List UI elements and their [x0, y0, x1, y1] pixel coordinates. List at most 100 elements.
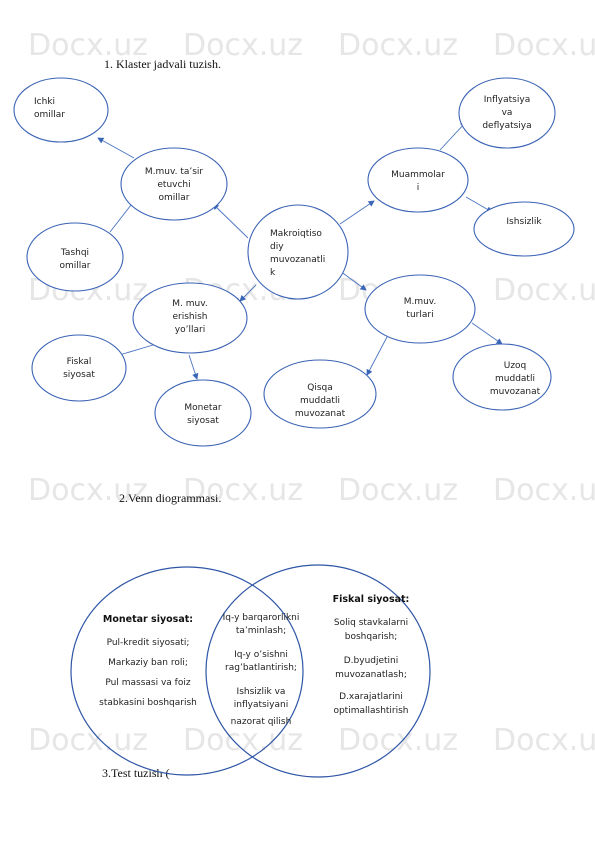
- node-tashqi-omillar: [26, 222, 124, 292]
- node-label-omillar: omillar: [159, 193, 190, 203]
- venn-right-item: D.byudjetini: [344, 656, 399, 666]
- arrow-turlari-uzoq: [471, 322, 503, 345]
- node-label-center: Makroiqtiso: [270, 229, 322, 239]
- node-label-uzoq: muvozanat: [490, 387, 541, 397]
- watermark-text: Docx.uz: [183, 28, 303, 63]
- node-label-tashqi: Tashqi: [60, 248, 89, 258]
- node-label-qisqa: muddatli: [300, 396, 340, 406]
- node-label-inflyatsiya: va: [502, 108, 513, 118]
- venn-right-items: Soliq stavkalarni boshqarish; D.byudjetini…: [333, 618, 408, 716]
- venn-right-item: boshqarish;: [345, 632, 397, 642]
- watermark-text: Docx.uz: [493, 723, 595, 758]
- node-label-erishish: M. muv.: [172, 299, 207, 309]
- node-muv-turlari: [364, 274, 476, 344]
- watermark-text: Docx.uz: [28, 473, 148, 508]
- node-label-monetar: Monetar: [184, 403, 222, 413]
- node-label-center: k: [270, 268, 276, 278]
- watermark-text: Docx.uz: [28, 723, 148, 758]
- watermark-text: Docx.uz: [493, 28, 595, 63]
- venn-right-item: optimallashtirish: [333, 706, 408, 716]
- venn-right-title: Fiskal siyosat:: [333, 594, 410, 605]
- node-label-erishish: yo’llari: [175, 325, 205, 335]
- node-ishsizlik: [473, 201, 575, 257]
- watermark-text: Docx.uz: [338, 723, 458, 758]
- venn-right-item: muvozanatlash;: [335, 670, 407, 680]
- node-label-ichki: Ichki: [34, 97, 55, 107]
- node-label-inflyatsiya: Inflyatsiya: [484, 95, 530, 105]
- node-label-ichki: omillar: [34, 110, 65, 120]
- node-ichki-omillar: [13, 77, 109, 143]
- node-omillar: [120, 147, 228, 221]
- node-label-fiskal: Fiskal: [67, 357, 92, 367]
- venn-middle-items: Iq-y barqarorlikni ta’minlash; Iq-y o’sish…: [223, 613, 300, 727]
- watermark-group: Docx.uzDocx.uzDocx.uzDocx.uzDocx.uzDocx.…: [28, 28, 595, 758]
- node-label-turlari: turlari: [406, 310, 433, 320]
- node-label-ishsizlik: Ishsizlik: [506, 217, 542, 227]
- node-center: [247, 204, 349, 300]
- heading-venn-diagram: 2.Venn diogrammasi.: [119, 491, 222, 505]
- node-fiskal-siyosat: [31, 334, 127, 402]
- venn-left-item: Markaziy ban roli;: [108, 658, 188, 668]
- node-label-muammolar: Muammolar: [391, 170, 445, 180]
- watermark-text: Docx.uz: [493, 273, 595, 308]
- venn-left-item: Pul massasi va foiz: [105, 678, 190, 688]
- venn-middle-item: Iq-y o’sishni: [234, 650, 288, 660]
- node-uzoq-muddatli: [452, 343, 552, 411]
- arrow-omillar-ichki: [97, 137, 135, 159]
- heading-test: 3.Test tuzish (: [102, 766, 170, 780]
- node-muammolar: [367, 147, 469, 213]
- arrow-muammolar-ishsizlik: [465, 196, 493, 213]
- node-label-erishish: erishish: [172, 312, 207, 322]
- venn-circle-fiskal: [205, 564, 431, 778]
- venn-right-item: Soliq stavkalarni: [334, 618, 408, 628]
- node-qisqa-muddatli: [263, 359, 377, 429]
- venn-left-title: Monetar siyosat:: [103, 614, 193, 625]
- node-label-inflyatsiya: deflyatsiya: [482, 121, 531, 131]
- node-label-tashqi: omillar: [60, 261, 91, 271]
- watermark-text: Docx.uz: [28, 28, 148, 63]
- node-label-muammolar: i: [417, 183, 420, 193]
- venn-circle-monetar: [70, 566, 304, 776]
- node-label-qisqa: Qisqa: [307, 383, 333, 393]
- watermark-text: Docx.uz: [338, 473, 458, 508]
- arrow-center-muammolar: [339, 200, 375, 225]
- node-inflyatsiya: [458, 77, 556, 149]
- arrow-erishish-monetar: [188, 354, 199, 380]
- node-label-turlari: M.muv.: [404, 297, 437, 307]
- venn-middle-item: Iq-y barqarorlikni: [223, 613, 300, 623]
- venn-middle-item: nazorat qilish: [231, 717, 292, 727]
- venn-middle-item: inflyatsiyani: [234, 700, 288, 710]
- venn-middle-item: ta’minlash;: [236, 626, 286, 636]
- node-monetar-siyosat: [154, 379, 252, 447]
- node-label-monetar: siyosat: [187, 416, 219, 426]
- arrow-center-erishish: [239, 284, 257, 302]
- venn-left-items: Pul-kredit siyosati; Markaziy ban roli; Pu…: [99, 638, 197, 708]
- watermark-text: Docx.uz: [493, 473, 595, 508]
- node-label-center: muvozanatli: [270, 255, 325, 265]
- node-label-center: diy: [270, 242, 284, 252]
- venn-middle-item: Ishsizlik va: [237, 687, 286, 697]
- node-erishish-yollari: [132, 282, 248, 354]
- arrow-muammolar-inflyatsiya: [439, 121, 467, 151]
- watermark-text: Docx.uz: [338, 28, 458, 63]
- watermark-text: Docx.uz: [183, 473, 303, 508]
- node-label-uzoq: muddatli: [495, 374, 535, 384]
- arrow-center-omillar: [212, 203, 249, 239]
- venn-left-item: Pul-kredit siyosati;: [107, 638, 190, 648]
- heading-cluster-table: 1. Klaster jadvali tuzish.: [104, 57, 221, 71]
- node-label-fiskal: siyosat: [63, 370, 95, 380]
- node-label-qisqa: muvozanat: [295, 409, 346, 419]
- arrow-center-turlari: [339, 270, 367, 291]
- line-omillar-tashqi: [109, 204, 132, 233]
- arrow-turlari-qisqa: [366, 336, 388, 376]
- venn-left-item: stabkasini boshqarish: [99, 698, 197, 708]
- node-label-omillar: etuvchi: [157, 180, 190, 190]
- venn-middle-item: rag’batlantirish;: [225, 663, 297, 673]
- venn-right-item: D.xarajatlarini: [339, 692, 403, 702]
- node-label-uzoq: Uzoq: [504, 361, 527, 371]
- node-label-omillar: M.muv. ta’sir: [145, 167, 204, 177]
